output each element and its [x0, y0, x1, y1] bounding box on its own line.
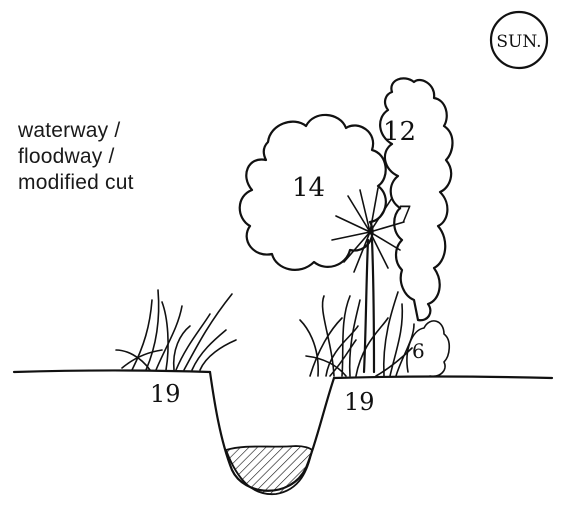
- label-19-left: 19: [150, 380, 181, 408]
- ground-line: [14, 371, 210, 373]
- sun-badge: SUN.: [491, 12, 547, 68]
- label-19-right: 19: [344, 388, 375, 416]
- left-bank-grasses: [116, 290, 236, 370]
- label-6: 6: [412, 339, 425, 363]
- right-bank-grasses: [300, 292, 414, 376]
- ground-line-right: [334, 377, 552, 379]
- water-hatch: [226, 446, 312, 494]
- label-12: 12: [383, 117, 416, 147]
- sun-badge-label: SUN.: [496, 32, 541, 52]
- label-7: 7: [398, 203, 412, 228]
- label-14: 14: [292, 173, 325, 203]
